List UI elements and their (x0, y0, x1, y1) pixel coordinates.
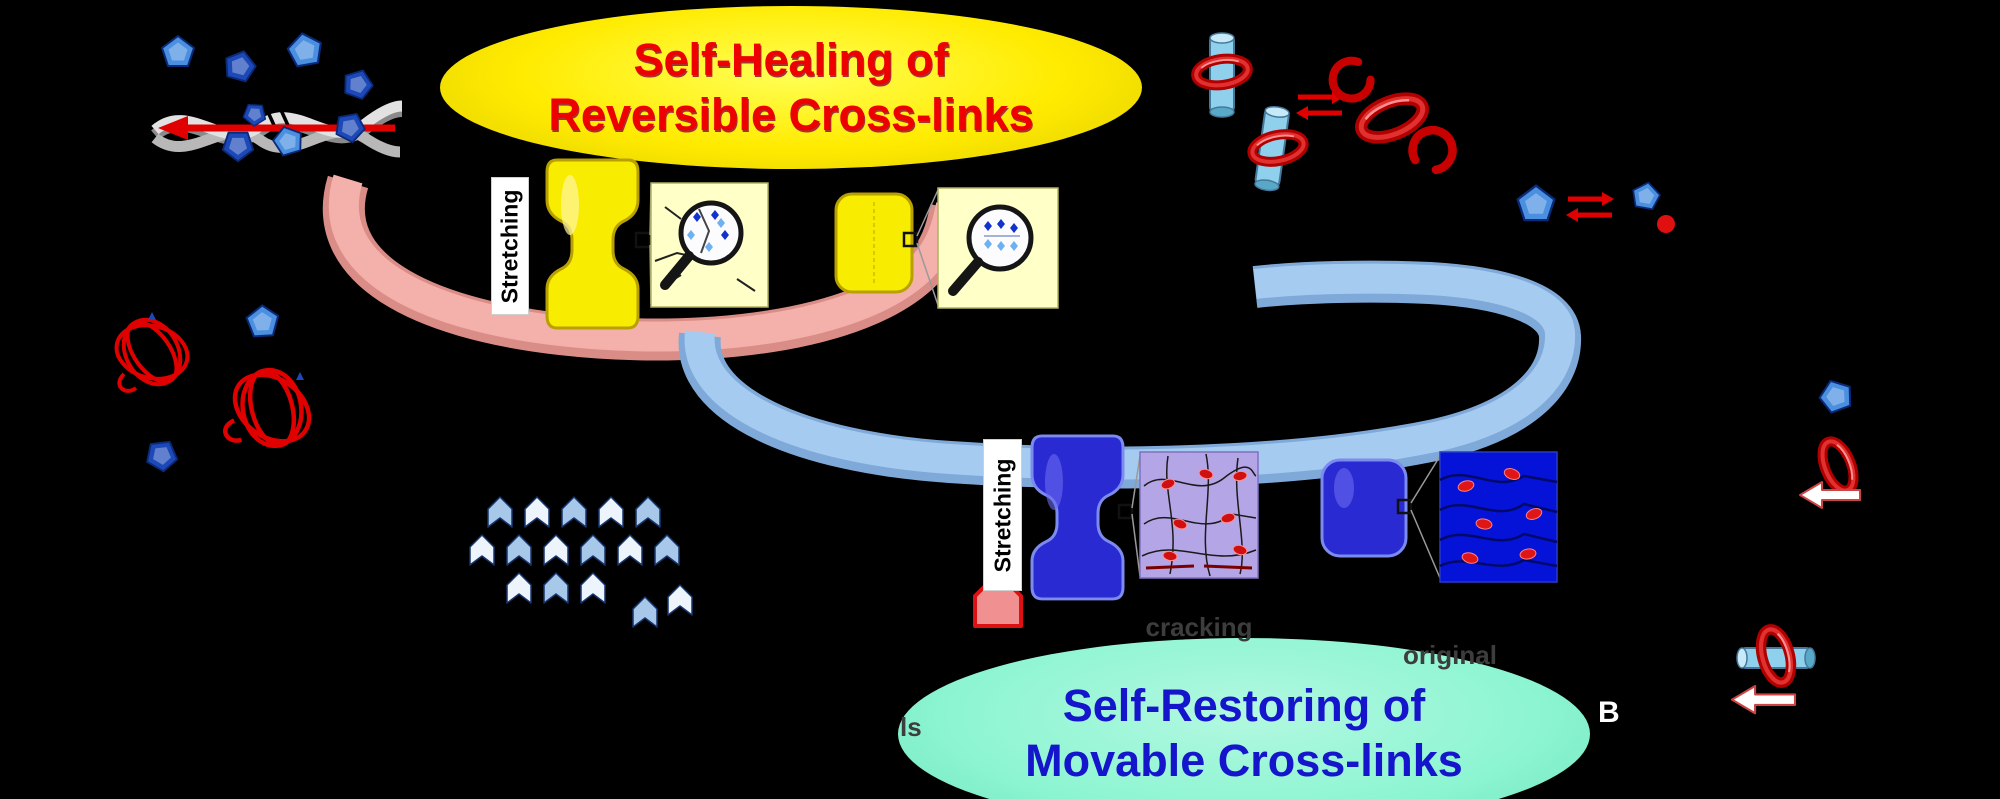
pentagon-crosslink-icon (141, 433, 184, 476)
zoom-callout-icon (1396, 455, 1441, 579)
pentagon-crosslink-icon (220, 46, 260, 84)
specimen-highlight (1045, 454, 1063, 510)
chevron-icon (667, 584, 693, 616)
crack-line (1145, 564, 1253, 570)
pink-cycle-arrow (322, 174, 972, 361)
chevron-icon (580, 534, 606, 566)
partial-label-right: B (1598, 696, 1620, 729)
polymer-tangle-icon (212, 347, 332, 468)
pentagon-exchange-cluster (1516, 179, 1675, 233)
axle-icon (1209, 32, 1235, 118)
chevron-icon (617, 534, 643, 566)
self-restoring-title-line1: Self-Restoring of (1062, 680, 1426, 732)
stretching-label-bottom: Stretching (984, 440, 1021, 590)
zoom-callout-icon (1117, 455, 1141, 577)
pentagon-crosslink-icon (1516, 184, 1556, 222)
equilibrium-arrows-icon (1566, 192, 1614, 222)
red-bead-icon (1657, 215, 1675, 233)
magnifier-panel-healed (937, 187, 1059, 309)
self-healing-title-line2: Reversible Cross-links (548, 88, 1034, 140)
blue-cycle-arrow (678, 260, 1582, 489)
stretching-label-top: Stretching (492, 178, 528, 314)
pentagon-crosslink-icon (1814, 374, 1857, 416)
self-healing-title-line1: Self-Healing of (633, 33, 949, 85)
magnifier-panel-cracked (650, 182, 769, 308)
specimen-highlight (561, 175, 579, 235)
partial-label-left: ls (900, 712, 922, 742)
healed-specimen-yellow (834, 192, 914, 294)
rotaxane-cluster (1194, 32, 1459, 193)
chevron-icon (543, 534, 569, 566)
movable-rings (1457, 468, 1543, 564)
chevron-icon (487, 496, 513, 528)
network-chains (1439, 474, 1558, 568)
zoom-callout-icon (902, 189, 939, 306)
restored-specimen-blue (1320, 458, 1408, 558)
pentagon-crosslink-icon (221, 131, 255, 163)
chevron-icon (635, 496, 661, 528)
magnifier-handle (948, 257, 983, 296)
chevron-icon (469, 534, 495, 566)
chevron-icon (543, 572, 569, 604)
cracking-label: cracking (1145, 612, 1253, 642)
dogbone-specimen-blue (1030, 434, 1125, 601)
white-left-arrow-icon (1730, 684, 1797, 715)
chevron-icon (524, 496, 550, 528)
lens-crack (698, 208, 711, 254)
movable-rings (1160, 468, 1248, 562)
tangle-link-icon (148, 312, 156, 320)
self-restoring-title-line2: Movable Cross-links (1025, 735, 1463, 786)
pentagon-crosslink-icon (1629, 179, 1663, 211)
axle-icon (1253, 104, 1291, 193)
chevron-stack (469, 496, 693, 628)
magnifier-handle (660, 251, 694, 290)
pentagon-crosslink-icon (284, 29, 326, 69)
rotaxane-slide-icon (1730, 626, 1816, 715)
chevron-icon (506, 572, 532, 604)
chevron-icon (598, 496, 624, 528)
stretching-label-bottom-text: Stretching (989, 458, 1016, 572)
chevron-icon (580, 572, 606, 604)
self-restoring-banner: Self-Restoring of Movable Cross-links (898, 638, 1590, 799)
original-label: original (1403, 640, 1497, 670)
chevron-icon (561, 496, 587, 528)
polymer-tangle-icon (108, 307, 196, 397)
magnifier-icon (966, 204, 1034, 272)
right-edge-cluster (1799, 374, 1860, 509)
tangle-link-icon (296, 372, 304, 380)
chevron-icon (632, 596, 658, 628)
chevron-icon (506, 534, 532, 566)
network-panel-original (1439, 451, 1558, 583)
pentagon-crosslink-icon (339, 64, 378, 102)
dogbone-specimen-yellow (545, 158, 640, 330)
stretching-label-top-text: Stretching (496, 189, 523, 303)
network-panel-cracked (1139, 451, 1259, 579)
pentagon-crosslink-icon (241, 301, 281, 343)
chevron-icon (654, 534, 680, 566)
pentagon-crosslink-icon (161, 35, 195, 67)
self-healing-banner: Self-Healing of Reversible Cross-links (440, 6, 1142, 169)
